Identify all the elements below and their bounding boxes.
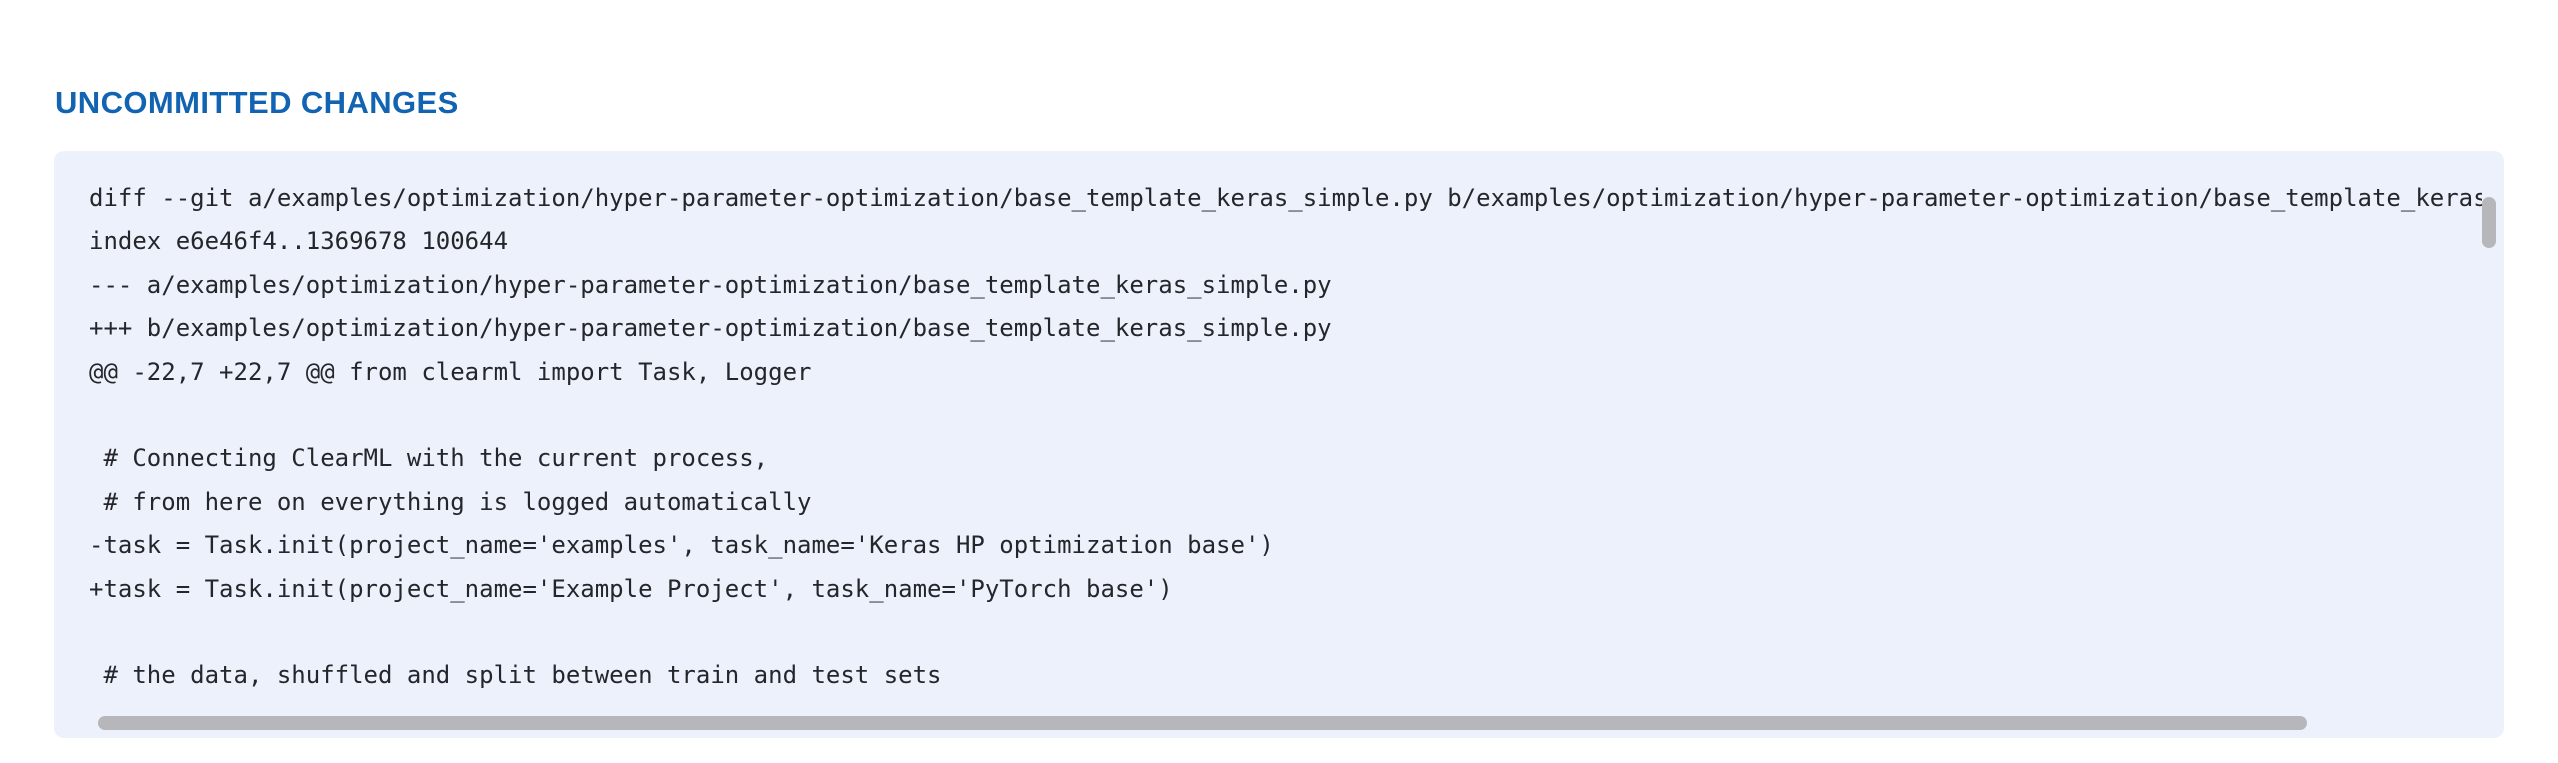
diff-line: @@ -22,7 +22,7 @@ from clearml import Ta… [89,357,812,386]
diff-line: # from here on everything is logged auto… [89,487,812,516]
diff-line [89,394,2482,437]
diff-line: diff --git a/examples/optimization/hyper… [89,184,2482,212]
diff-line: +task = Task.init(project_name='Example … [89,574,1173,603]
section-title-uncommitted-changes: UNCOMMITTED CHANGES [55,85,459,120]
diff-line [89,611,2482,654]
diff-code-area[interactable]: diff --git a/examples/optimization/hyper… [89,177,2482,702]
uncommitted-changes-panel: diff --git a/examples/optimization/hyper… [54,151,2504,738]
diff-line: -task = Task.init(project_name='examples… [89,531,1274,560]
diff-line: --- a/examples/optimization/hyper-parame… [89,270,1332,299]
diff-line: # Connecting ClearML with the current pr… [89,444,769,473]
diff-line: index e6e46f4..1369678 100644 [89,227,509,256]
diff-line: # the data, shuffled and split between t… [89,661,942,690]
diff-line: +++ b/examples/optimization/hyper-parame… [89,314,1332,343]
vertical-scrollbar-thumb[interactable] [2482,197,2496,248]
horizontal-scrollbar-thumb[interactable] [98,716,2307,730]
